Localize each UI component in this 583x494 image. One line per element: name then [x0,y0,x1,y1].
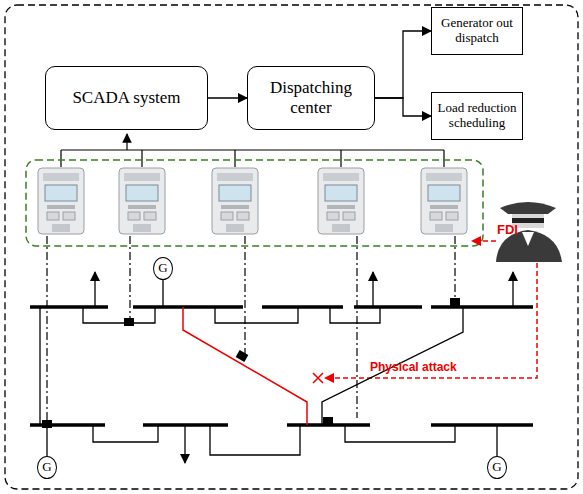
generator-circle: G [487,456,507,479]
flow-arrow [375,31,431,98]
node-text: Generator out dispatch [436,16,518,46]
node-text: Load reduction scheduling [436,101,518,131]
node-text: Dispatching center [252,78,370,117]
node-text: G [492,460,501,475]
generator-circle: G [153,257,173,280]
node-text: G [42,460,51,475]
attack-label: Physical attack [370,360,457,374]
output-box: Load reduction scheduling [431,92,523,140]
flow-arrow [208,97,247,98]
generator-circle: G [37,456,57,479]
node-text: SCADA system [72,88,180,108]
output-box: Generator out dispatch [431,7,523,55]
process-box: SCADA system [45,66,208,130]
attack-label: FDI [497,222,518,237]
process-box: Dispatching center [247,66,375,130]
node-text: G [158,261,167,276]
flow-arrow [375,98,431,116]
